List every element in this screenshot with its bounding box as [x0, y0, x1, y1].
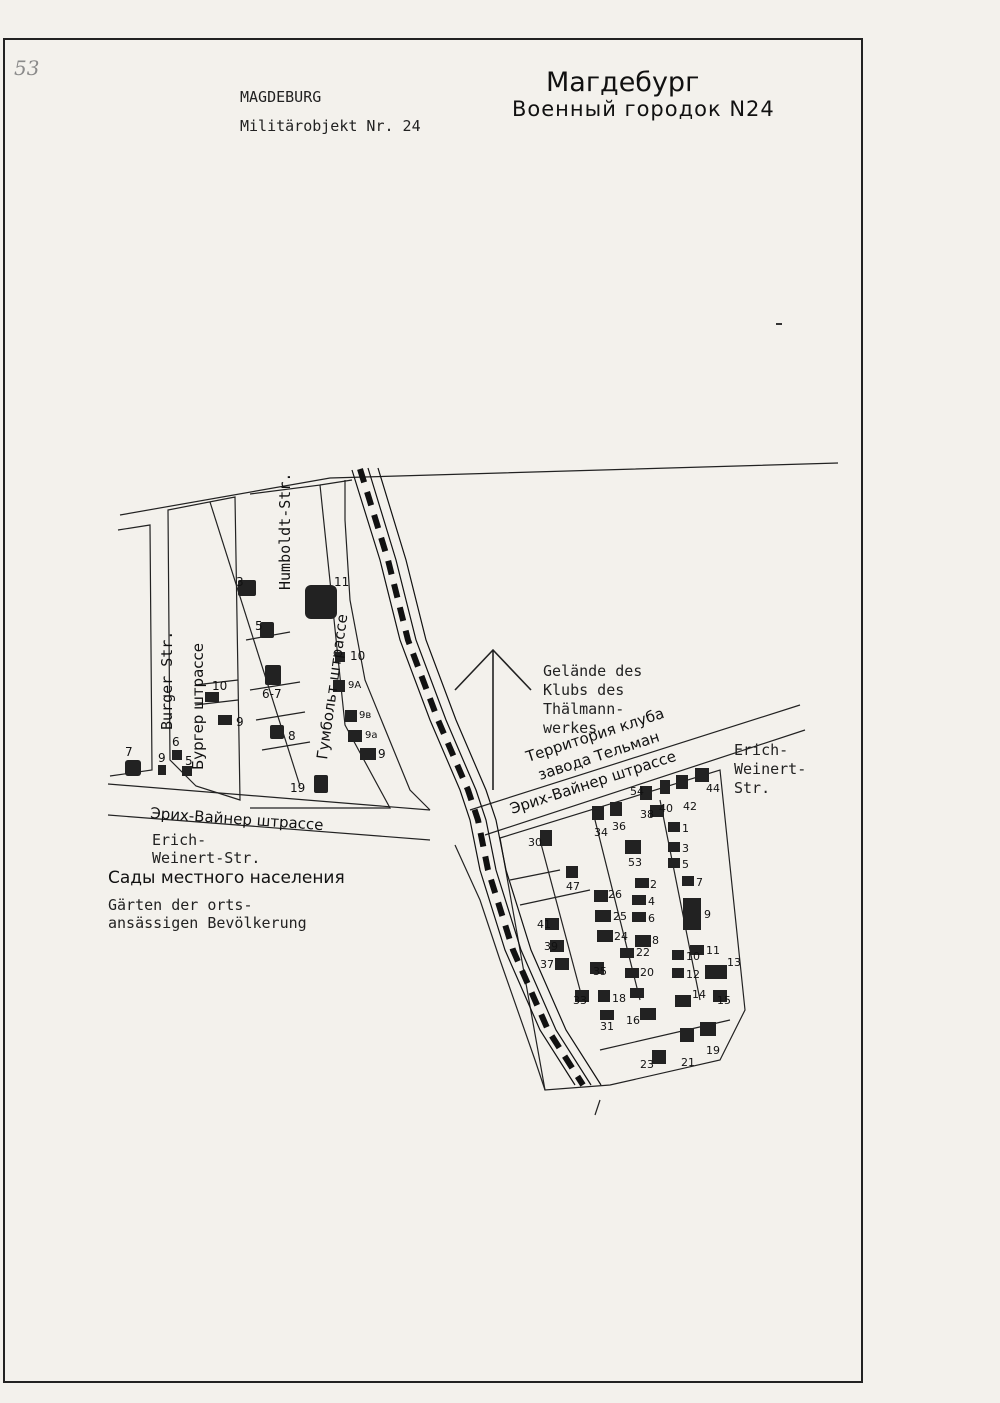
club-de-1: Gelände des: [543, 662, 643, 680]
header-object-ru: Военный городок N24: [512, 97, 775, 121]
north-boundary-line: [119, 462, 839, 516]
erich-weinert-left-street: [107, 783, 431, 811]
bldg-e-25: 39: [544, 940, 558, 953]
bldg-e-27: 10: [686, 950, 700, 963]
bldg-e-39: 23: [640, 1058, 654, 1071]
bldg-e-11: 5: [682, 858, 689, 871]
bldg-e-23: 8: [652, 934, 659, 947]
club-de-2: Klubs des: [543, 681, 625, 699]
bldg-e-5: 44: [706, 782, 720, 795]
bldg-e-24: 11: [706, 944, 720, 957]
gardens-de-2: ansässigen Bevölkerung: [108, 914, 307, 932]
frame-right: [861, 38, 863, 1383]
bldg-w-6: 11: [334, 575, 349, 589]
north-arrow: [454, 648, 532, 790]
bldg-e-31: 20: [640, 966, 654, 979]
club-de-3: Thälmann-: [543, 700, 625, 718]
bldg-w-3: 6-7: [262, 687, 282, 701]
bldg-e-1: 54: [630, 785, 644, 798]
bldg-w-9: 9в: [359, 710, 371, 721]
west-block-outline: [109, 524, 153, 777]
bldg-e-34: 18: [612, 992, 626, 1005]
bldg-w-15: 5: [185, 754, 193, 768]
gardens-ru: Сады местного населения: [108, 868, 345, 888]
club-de-4: werkes: [543, 719, 598, 737]
bldg-e-12: 53: [628, 856, 642, 869]
bldg-e-29: 37: [540, 958, 554, 971]
bldg-w-10: 9а: [365, 730, 378, 741]
bldg-e-16: 26: [608, 888, 622, 901]
frame-bottom: [3, 1381, 863, 1383]
bldg-e-2: 38: [640, 808, 654, 821]
erich-weinert-right-de-3: Str.: [734, 779, 771, 797]
building-numbers-east: 54 38 40 42 44 30 34 36 1 3 5 53 2 7 47 …: [528, 782, 741, 1071]
gardens-de-1: Gärten der orts-: [108, 896, 253, 914]
bldg-e-13: 2: [650, 878, 657, 891]
bldg-e-20: 9: [704, 908, 711, 921]
bldg-e-36: 15: [717, 994, 731, 1007]
margin-mark: [776, 323, 782, 325]
bldg-e-28: 13: [727, 956, 741, 969]
bldg-e-7: 34: [594, 826, 608, 839]
bldg-w-5: 19: [290, 781, 305, 795]
erich-weinert-right-de-1: Erich-: [734, 741, 789, 759]
humboldt-str-ru: Гумбольт штрассе: [313, 613, 351, 761]
bldg-w-1: 3: [236, 575, 244, 589]
humboldt-str-de: Humboldt-Str.: [276, 473, 294, 590]
bldg-w-12: 10: [212, 679, 227, 693]
bldg-e-40: 21: [681, 1056, 695, 1069]
header-object-de: Militärobjekt Nr. 24: [240, 117, 421, 135]
frame-left: [3, 38, 5, 1383]
bldg-w-8: 9А: [348, 680, 361, 691]
bldg-e-17: 4: [648, 895, 655, 908]
bldg-e-3: 40: [659, 802, 673, 815]
bldg-e-32: 12: [686, 968, 700, 981]
railway: [351, 467, 602, 1087]
header-city-ru: Магдебург: [546, 67, 700, 98]
bldg-e-38: 16: [626, 1014, 640, 1027]
erich-weinert-left-de-1: Erich-: [152, 831, 207, 849]
erich-weinert-right-street: [469, 704, 801, 811]
bldg-e-8: 36: [612, 820, 626, 833]
bldg-e-14: 7: [696, 876, 703, 889]
bldg-e-30: 35: [593, 965, 607, 978]
bldg-e-21: 41: [537, 918, 551, 931]
bldg-w-16: 7: [125, 745, 133, 759]
bldg-e-18: 25: [613, 910, 627, 923]
bldg-w-4: 8: [288, 729, 296, 743]
erich-weinert-right-de-2: Weinert-: [734, 760, 807, 778]
bldg-e-33: 33: [573, 994, 587, 1007]
erich-weinert-left-de-2: Weinert-Str.: [152, 849, 261, 867]
bldg-w-17: 9: [158, 751, 166, 765]
bldg-e-22: 24: [614, 930, 628, 943]
frame-top: [3, 38, 863, 40]
bldg-e-15: 47: [566, 880, 580, 893]
header-city-de: MAGDEBURG: [240, 88, 322, 106]
bldg-w-13: 9: [236, 715, 244, 729]
bldg-w-11: 9: [378, 747, 386, 761]
bldg-e-4: 42: [683, 800, 697, 813]
bldg-e-10: 3: [682, 842, 689, 855]
burger-str-ru: Бургер штрассе: [189, 643, 207, 770]
bldg-e-6: 30: [528, 836, 542, 849]
bldg-e-41: 19: [706, 1044, 720, 1057]
building-numbers-west: 3 5 6-7 8 19 11 10 9А 9в 9а 9 10 9 6 5 7…: [125, 575, 386, 795]
page-number: 53: [14, 56, 40, 80]
bldg-e-37: 31: [600, 1020, 614, 1033]
bldg-e-26: 22: [636, 946, 650, 959]
bldg-e-35: 14: [692, 988, 706, 1001]
bldg-e-19: 6: [648, 912, 655, 925]
bldg-w-2: 5: [255, 619, 263, 633]
bldg-w-7: 10: [350, 649, 365, 663]
burger-str-de: Burger Str.: [158, 631, 176, 730]
bldg-w-14: 6: [172, 735, 180, 749]
bldg-e-9: 1: [682, 822, 689, 835]
